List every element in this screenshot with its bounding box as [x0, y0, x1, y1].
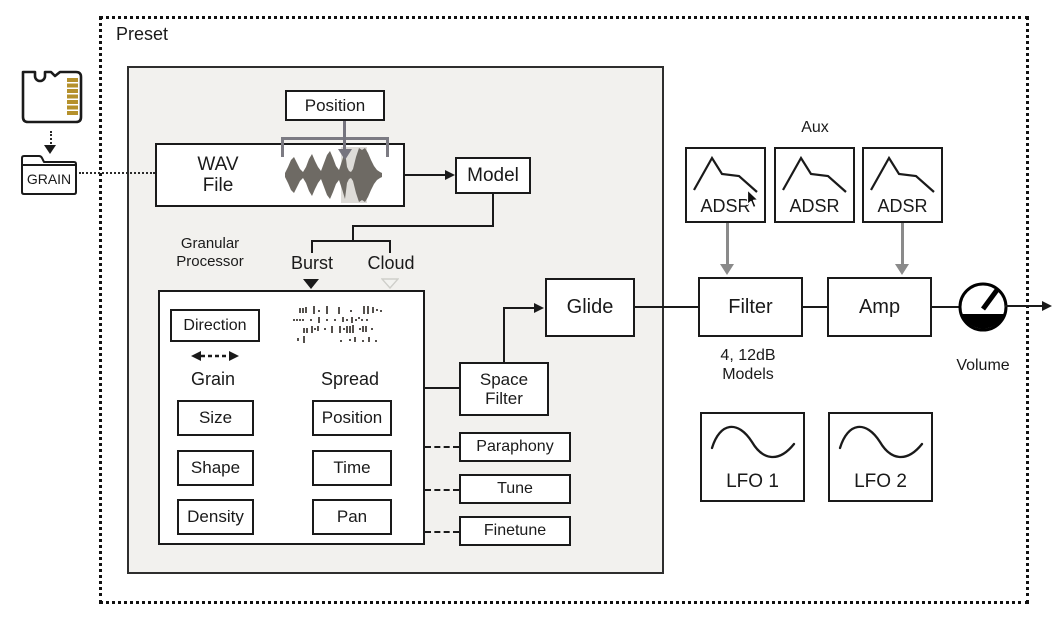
adsr-envelope-icon — [693, 155, 758, 193]
grain-density-node: Density — [177, 499, 254, 535]
filter-to-amp-connector — [803, 306, 827, 308]
volume-to-output-connector — [1005, 305, 1043, 307]
model-branch-drop — [352, 225, 354, 242]
space-filter-node: Space Filter — [459, 362, 549, 416]
glide-to-filter-connector — [635, 306, 698, 308]
filter-models-note: 4, 12dB Models — [720, 347, 776, 383]
spacefilter-to-glide-riser — [503, 307, 505, 362]
folder-icon: GRAIN — [19, 151, 79, 195]
sine-wave-icon — [838, 425, 924, 459]
adsr-3-node: ADSR — [862, 147, 943, 223]
spread-pan-node: Pan — [312, 499, 392, 535]
paraphony-node: Paraphony — [459, 432, 571, 462]
granular-to-tune-connector — [425, 489, 459, 491]
position-arrow-stem — [343, 121, 346, 151]
lfo-2-node: LFO 2 — [828, 412, 933, 502]
volume-knob-icon — [957, 281, 1009, 333]
burst-branch-tick — [311, 240, 313, 253]
aux-label: Aux — [801, 119, 829, 136]
adsr3-to-amp-arrowhead-icon — [895, 264, 909, 275]
adsr-envelope-icon — [870, 155, 935, 193]
adsr1-to-filter-arrowhead-icon — [720, 264, 734, 275]
model-branch-stem — [492, 194, 494, 227]
position-label: Position — [304, 95, 366, 115]
direction-arrows-icon — [191, 350, 239, 362]
granular-processor-heading: Granular Processor — [176, 235, 244, 270]
adsr-1-node: ADSR — [685, 147, 766, 223]
sd-card-icon — [15, 62, 87, 128]
adsr1-to-filter-stem — [726, 223, 729, 266]
grain-scatter-icon — [293, 304, 418, 350]
adsr-envelope-icon — [782, 155, 847, 193]
folder-to-wav-connector — [79, 172, 155, 174]
finetune-node: Finetune — [459, 516, 571, 546]
spread-heading: Spread — [320, 369, 380, 389]
preset-dashed-border — [99, 16, 1029, 604]
burst-label: Burst — [290, 253, 333, 273]
granular-processor-node: Direction — [158, 290, 425, 545]
position-arrowhead-icon — [338, 149, 352, 160]
wav-to-model-connector — [405, 174, 447, 176]
amp-to-volume-connector — [932, 306, 959, 308]
amp-node: Amp — [827, 277, 932, 337]
output-arrowhead-icon — [1042, 301, 1052, 311]
waveform-icon — [283, 146, 401, 204]
burst-selected-triangle-icon — [303, 279, 319, 289]
adsr-2-node: ADSR — [774, 147, 855, 223]
cloud-label: Cloud — [367, 253, 415, 273]
tune-node: Tune — [459, 474, 571, 504]
glide-arrowhead-icon — [534, 303, 544, 313]
position-node: Position — [285, 90, 385, 121]
sine-wave-icon — [710, 425, 796, 459]
grain-size-node: Size — [177, 400, 254, 436]
model-branch-horizontal — [352, 225, 494, 227]
spread-position-node: Position — [312, 400, 392, 436]
adsr3-to-amp-stem — [901, 223, 904, 266]
direction-node: Direction — [170, 309, 260, 342]
position-range-bracket — [281, 137, 389, 157]
model-node: Model — [455, 157, 531, 194]
direction-label: Direction — [183, 316, 247, 334]
sd-to-folder-arrowhead-icon — [44, 145, 56, 154]
volume-label: Volume — [956, 357, 1010, 374]
model-label: Model — [467, 164, 519, 186]
granular-to-finetune-connector — [425, 531, 459, 533]
burst-cloud-bracket — [311, 240, 391, 242]
preset-label: Preset — [116, 24, 169, 44]
filter-node: Filter — [698, 277, 803, 337]
cloud-unselected-triangle-icon — [381, 278, 399, 289]
granular-to-paraphony-connector — [425, 446, 459, 448]
granular-to-spacefilter-connector — [425, 387, 459, 389]
cloud-branch-tick — [389, 240, 391, 253]
folder-label: GRAIN — [26, 171, 72, 187]
wav-to-model-arrowhead-icon — [445, 170, 455, 180]
grain-heading: Grain — [190, 369, 235, 389]
mouse-cursor-icon — [746, 189, 761, 210]
wav-file-label-line1: WAV — [197, 153, 239, 175]
sd-to-folder-connector — [50, 131, 52, 147]
glide-node: Glide — [545, 278, 635, 337]
spacefilter-to-glide-connector — [503, 307, 535, 309]
lfo-1-node: LFO 1 — [700, 412, 805, 502]
wav-file-label-line2: File — [202, 175, 234, 196]
grain-shape-node: Shape — [177, 450, 254, 486]
spread-time-node: Time — [312, 450, 392, 486]
